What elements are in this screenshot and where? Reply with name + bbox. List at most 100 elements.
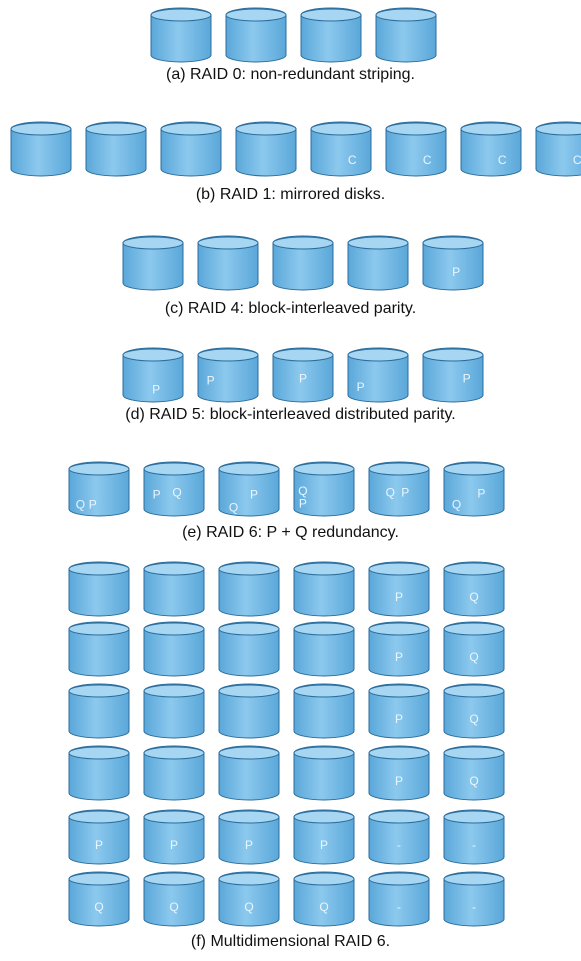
disk-icon: P	[368, 561, 430, 617]
disk-top	[443, 872, 505, 886]
disk-icon	[143, 561, 205, 617]
disk-body	[150, 7, 212, 63]
disk-icon: -	[368, 809, 430, 865]
disk-top	[68, 462, 130, 476]
disk-body	[218, 683, 280, 739]
disk-top	[368, 684, 430, 698]
disk-body	[310, 121, 372, 177]
disk-icon: P	[197, 347, 259, 403]
disk-icon: Q	[443, 683, 505, 739]
disk-label: Q	[452, 497, 461, 511]
disk-body	[368, 461, 430, 517]
disk-top	[122, 236, 184, 250]
disk-body	[143, 745, 205, 801]
disk-top	[443, 746, 505, 760]
disk-body	[368, 871, 430, 927]
disk-top	[218, 684, 280, 698]
disk-top	[235, 122, 297, 136]
disk-label: P	[152, 382, 160, 396]
disk-body	[160, 121, 222, 177]
disk-body	[225, 7, 287, 63]
disk-label: C	[423, 153, 432, 167]
disk-body	[235, 121, 297, 177]
disk-icon: P	[368, 745, 430, 801]
disk-icon	[10, 121, 72, 177]
disk-top	[143, 746, 205, 760]
disk-body	[293, 461, 355, 517]
disk-icon: P	[347, 347, 409, 403]
disk-body	[197, 347, 259, 403]
disk-label: Q	[172, 485, 181, 499]
disk-icon: -	[443, 809, 505, 865]
disk-body	[218, 745, 280, 801]
disk-icon	[143, 745, 205, 801]
disk-icon	[218, 745, 280, 801]
disk-top	[143, 622, 205, 636]
disk-icon: Q	[68, 871, 130, 927]
caption-raid5: (d) RAID 5: block-interleaved distribute…	[125, 406, 456, 423]
disk-top	[368, 810, 430, 824]
disk-label: Q	[386, 485, 395, 499]
disk-icon	[235, 121, 297, 177]
disk-top	[197, 348, 259, 362]
disk-body	[293, 621, 355, 677]
disk-top	[422, 236, 484, 250]
disk-top	[85, 122, 147, 136]
disk-top	[68, 810, 130, 824]
disk-body	[293, 561, 355, 617]
disk-label: P	[463, 371, 471, 385]
disk-icon: C	[310, 121, 372, 177]
disk-top	[218, 462, 280, 476]
disk-icon: P	[272, 347, 334, 403]
disk-icon: P	[68, 809, 130, 865]
disk-icon	[375, 7, 437, 63]
disk-body	[443, 809, 505, 865]
disk-body	[422, 347, 484, 403]
disk-body	[293, 809, 355, 865]
disk-top	[443, 462, 505, 476]
disk-top	[347, 348, 409, 362]
disk-top	[68, 872, 130, 886]
disk-top	[197, 236, 259, 250]
disk-body	[443, 745, 505, 801]
disk-body	[68, 809, 130, 865]
disk-icon	[150, 7, 212, 63]
disk-body	[143, 809, 205, 865]
disk-icon	[293, 745, 355, 801]
disk-label: -	[397, 900, 401, 914]
disk-body	[197, 235, 259, 291]
disk-label: Q	[229, 501, 238, 515]
disk-label: Q	[244, 900, 253, 914]
disk-icon	[218, 621, 280, 677]
disk-label: P	[452, 265, 460, 279]
disk-label: Q	[469, 712, 478, 726]
disk-body	[143, 683, 205, 739]
disk-icon: C	[460, 121, 522, 177]
disk-body	[143, 871, 205, 927]
disk-icon: Q	[218, 871, 280, 927]
disk-body	[293, 871, 355, 927]
disk-body	[443, 683, 505, 739]
disk-top	[68, 746, 130, 760]
disk-body	[460, 121, 522, 177]
disk-body	[422, 235, 484, 291]
disk-icon	[293, 561, 355, 617]
disk-top	[272, 348, 334, 362]
disk-top	[218, 562, 280, 576]
disk-top	[368, 622, 430, 636]
disk-body	[300, 7, 362, 63]
disk-body	[68, 745, 130, 801]
disk-body	[293, 683, 355, 739]
disk-top	[310, 122, 372, 136]
caption-raid6: (e) RAID 6: P + Q redundancy.	[182, 524, 399, 541]
disk-body	[143, 561, 205, 617]
disk-top	[535, 122, 581, 136]
disk-top	[143, 810, 205, 824]
disk-icon: -	[368, 871, 430, 927]
disk-label: P	[395, 650, 403, 664]
disk-icon: P	[293, 809, 355, 865]
disk-label: -	[472, 900, 476, 914]
